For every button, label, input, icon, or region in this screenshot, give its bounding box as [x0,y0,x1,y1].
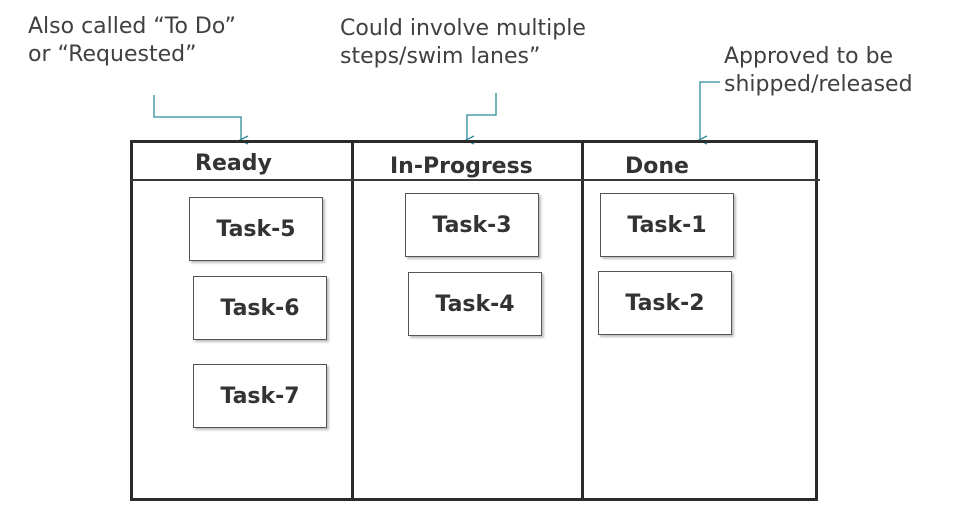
header-divider [130,179,820,181]
column-divider [351,140,354,498]
done-annotation: Approved to be shipped/released [724,44,913,97]
task-card[interactable]: Task-6 [193,276,327,340]
ready-annotation: Also called “To Do” or “Requested” [28,14,236,67]
task-card[interactable]: Task-4 [408,272,542,336]
in-progress-connector-arrow [467,93,497,140]
column-title-done: Done [625,154,689,179]
ready-connector-arrow [153,95,241,140]
kanban-board [130,140,818,501]
column-title-ready: Ready [195,151,272,176]
task-card[interactable]: Task-1 [600,193,734,257]
task-card[interactable]: Task-7 [193,364,327,428]
column-divider [581,140,584,498]
done-connector-arrow [700,81,720,140]
task-card[interactable]: Task-2 [598,271,732,335]
column-title-in-progress: In-Progress [390,154,533,179]
task-card[interactable]: Task-5 [189,197,323,261]
task-card[interactable]: Task-3 [405,193,539,257]
in-progress-annotation: Could involve multiple steps/swim lanes” [340,16,586,69]
